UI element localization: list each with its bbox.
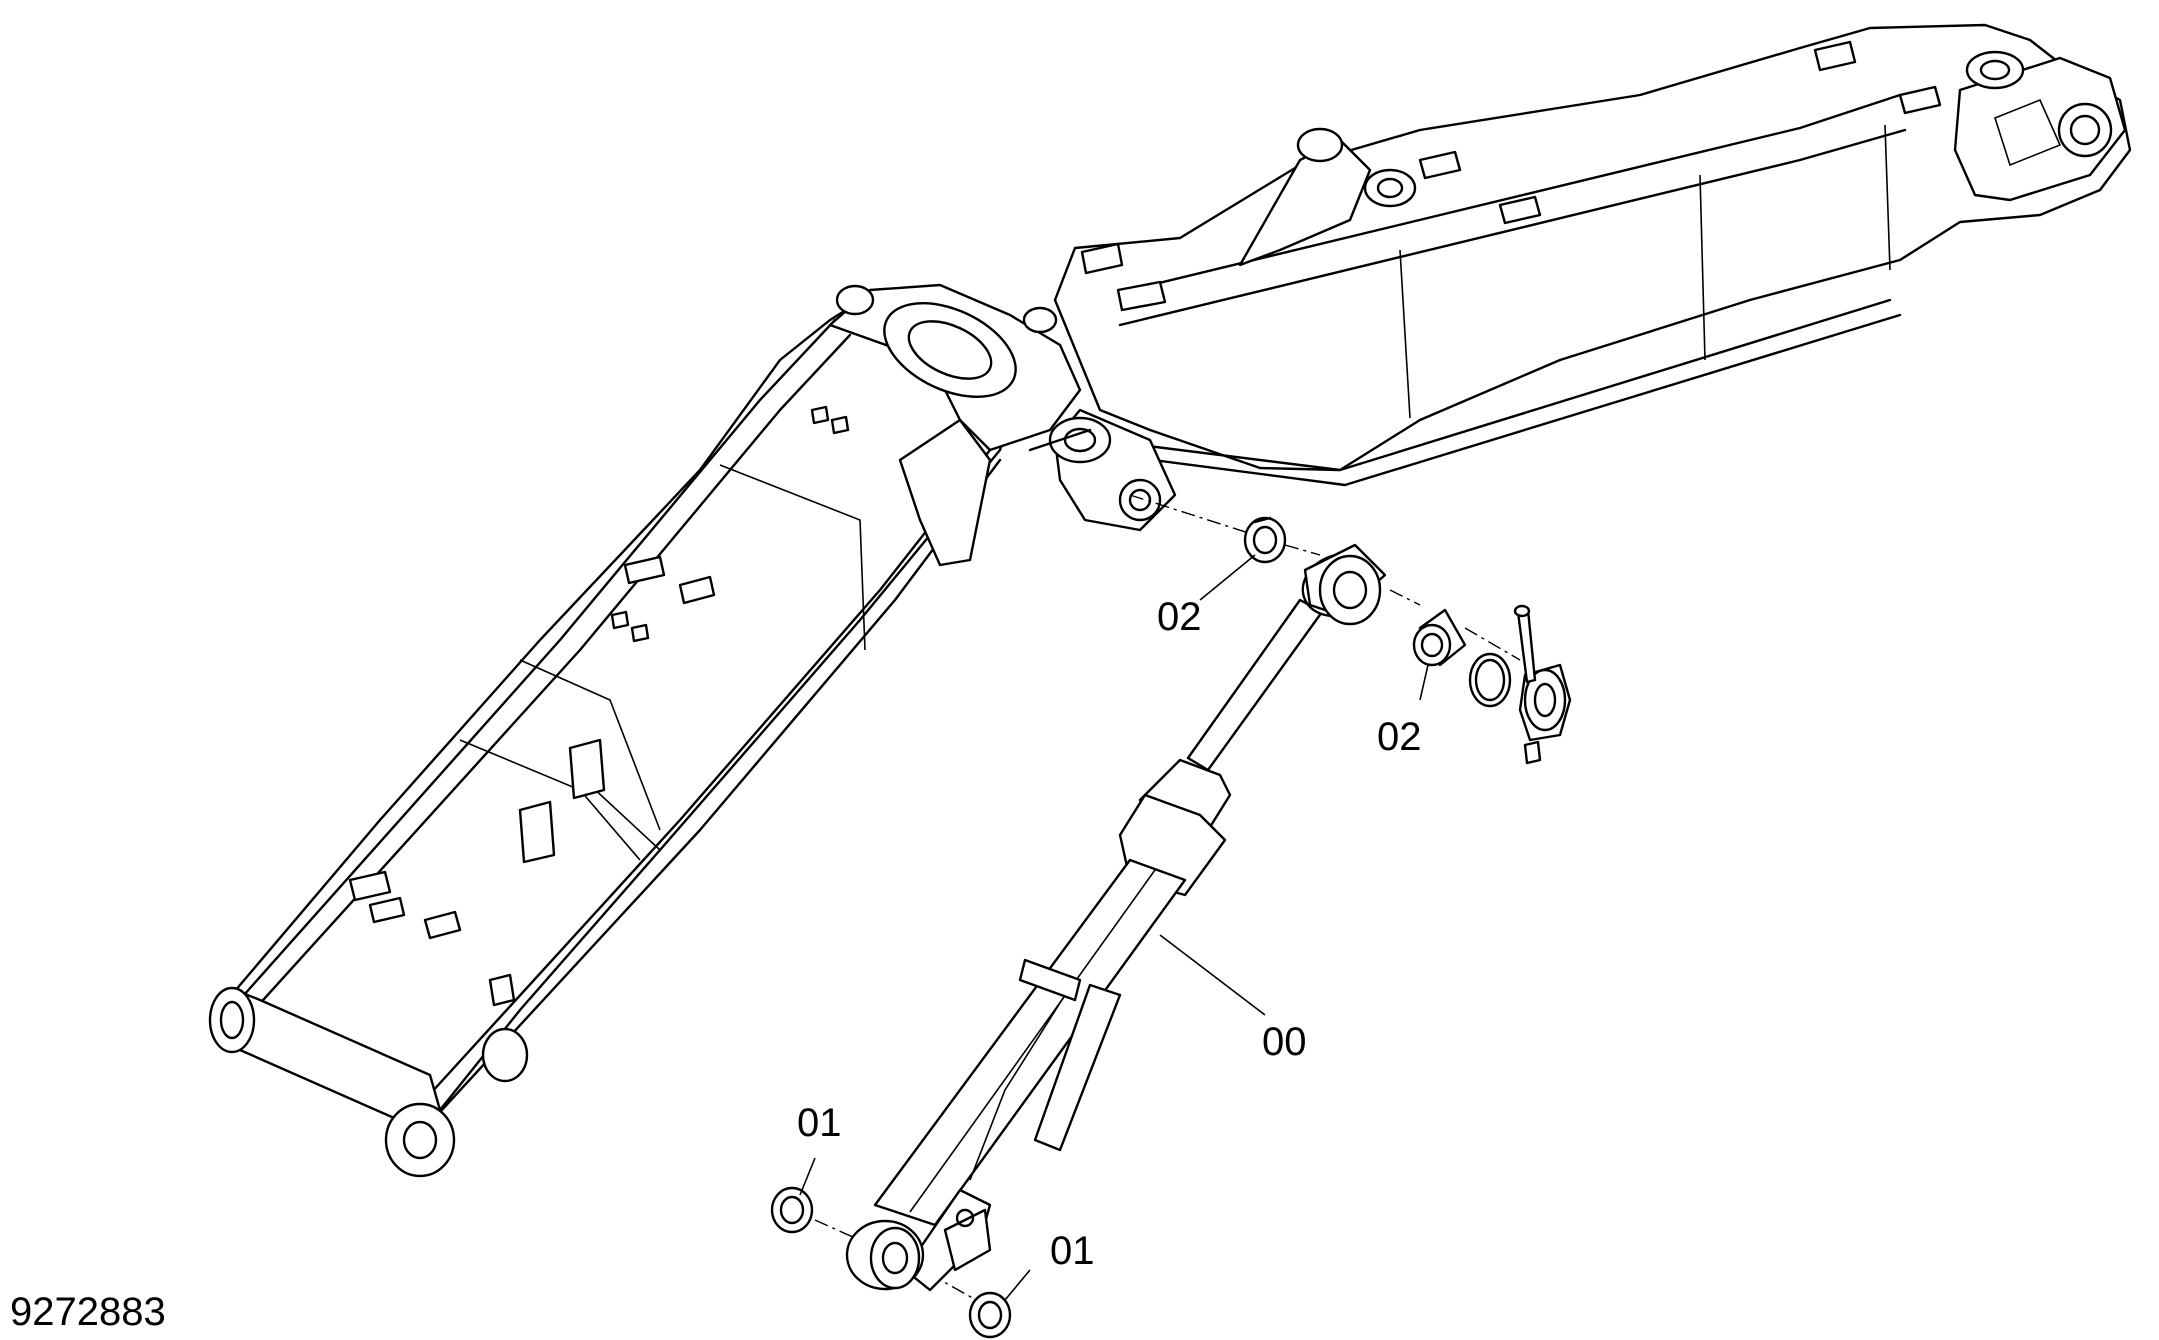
leader-lines	[799, 554, 1429, 1301]
bushing-01-lower	[968, 1291, 1012, 1339]
callout-02-lower: 02	[1377, 715, 1422, 759]
boom-cylinder	[845, 543, 1387, 1292]
boom-assembly	[208, 283, 1112, 1178]
bushing-02-lower	[1412, 608, 1467, 667]
arm-assembly	[1053, 23, 2132, 532]
callout-01-lower: 01	[1050, 1229, 1095, 1273]
callout-02-upper: 02	[1157, 595, 1202, 639]
callout-01-upper: 01	[797, 1101, 842, 1145]
callout-00: 00	[1262, 1020, 1307, 1064]
pin-hardware	[1468, 604, 1572, 765]
assembly-lines	[814, 494, 1521, 1306]
drawing-number: 9272883	[10, 1290, 166, 1334]
bushing-01-upper	[770, 1186, 814, 1234]
bushing-02-upper	[1243, 516, 1287, 564]
